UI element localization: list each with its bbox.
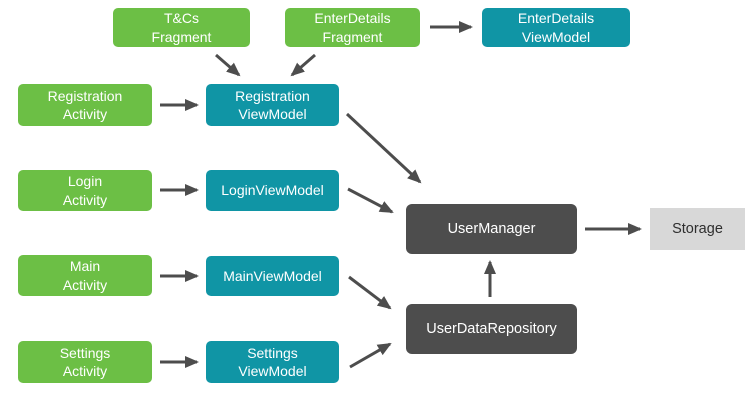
node-main-viewmodel: MainViewModel [206,256,339,296]
edge-login-viewmodel-to-usermanager [347,187,394,214]
edge-enterdetails-fragment-to-registration-viewmodel [290,53,316,77]
node-userdatarepository: UserDataRepository [406,304,577,354]
edge-main-viewmodel-to-userdatarepository [348,275,392,310]
node-tcs-fragment: T&Cs Fragment [113,8,250,47]
edge-tcs-fragment-to-registration-viewmodel [215,53,241,77]
node-usermanager: UserManager [406,204,577,254]
edge-settings-viewmodel-to-userdatarepository [349,342,392,369]
node-storage: Storage [650,208,745,250]
node-registration-activity: Registration Activity [18,84,152,126]
node-login-activity: Login Activity [18,170,152,211]
node-enterdetails-fragment: EnterDetails Fragment [285,8,420,47]
node-settings-viewmodel: Settings ViewModel [206,341,339,383]
node-registration-viewmodel: Registration ViewModel [206,84,339,126]
edge-registration-viewmodel-to-usermanager [345,112,422,184]
node-main-activity: Main Activity [18,255,152,296]
node-settings-activity: Settings Activity [18,341,152,383]
node-login-viewmodel: LoginViewModel [206,170,339,211]
node-enterdetails-viewmodel: EnterDetails ViewModel [482,8,630,47]
